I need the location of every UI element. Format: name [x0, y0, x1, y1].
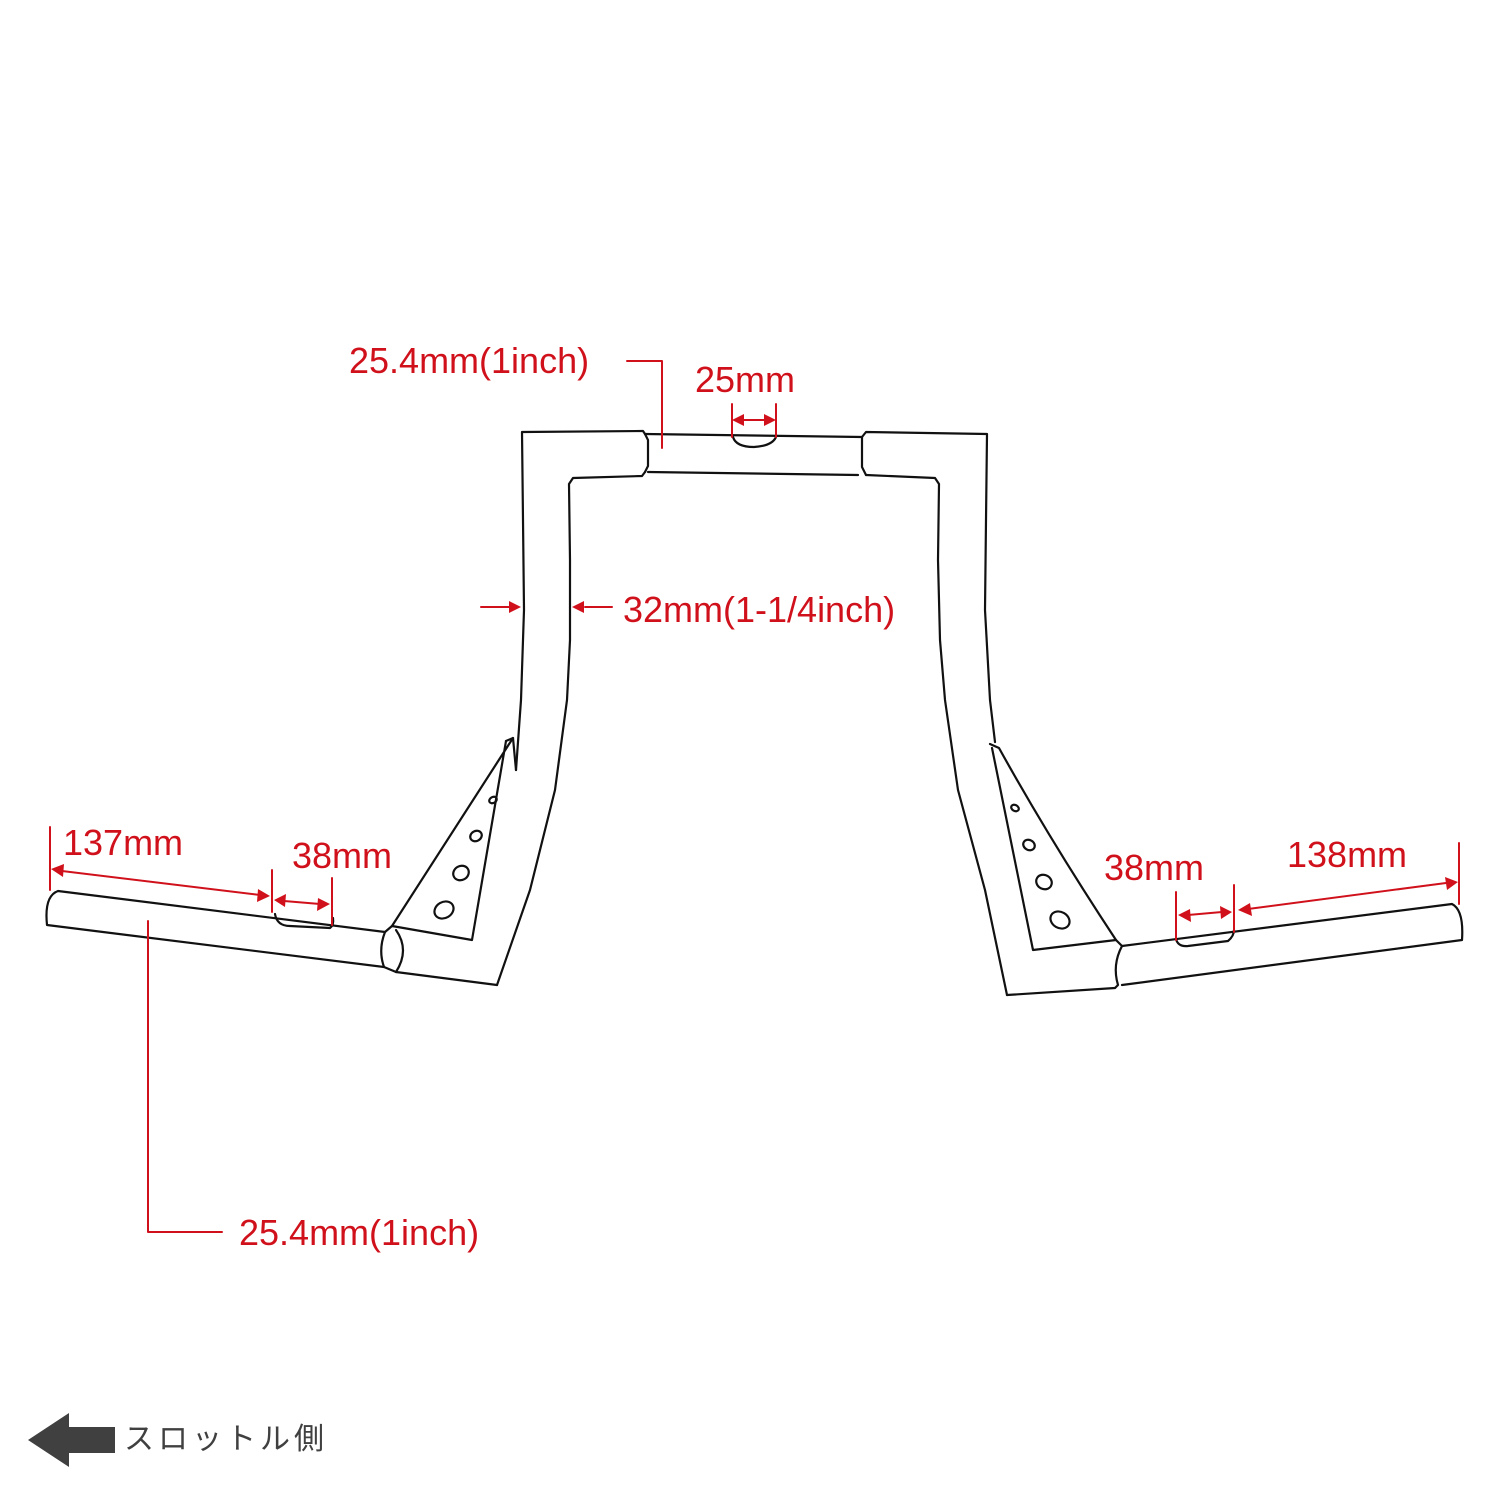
top-clamp-diameter-label: 25.4mm(1inch)	[349, 340, 590, 381]
right-slot-width-label: 38mm	[1104, 847, 1205, 888]
throttle-side-label: スロットル側	[124, 1422, 328, 1457]
right-grip-length-label: 138mm	[1287, 834, 1408, 875]
grip-diameter-label: 25.4mm(1inch)	[239, 1212, 480, 1253]
left-slot-width-label: 38mm	[292, 835, 393, 876]
center-knurl-width-label: 25mm	[695, 359, 796, 400]
dimension-lines	[49, 360, 1460, 1233]
arrow-left-icon	[28, 1413, 115, 1467]
handlebar-body	[45, 429, 1464, 997]
left-grip-length-label: 137mm	[63, 822, 184, 863]
riser-tube-diameter-label: 32mm(1-1/4inch)	[623, 589, 896, 630]
